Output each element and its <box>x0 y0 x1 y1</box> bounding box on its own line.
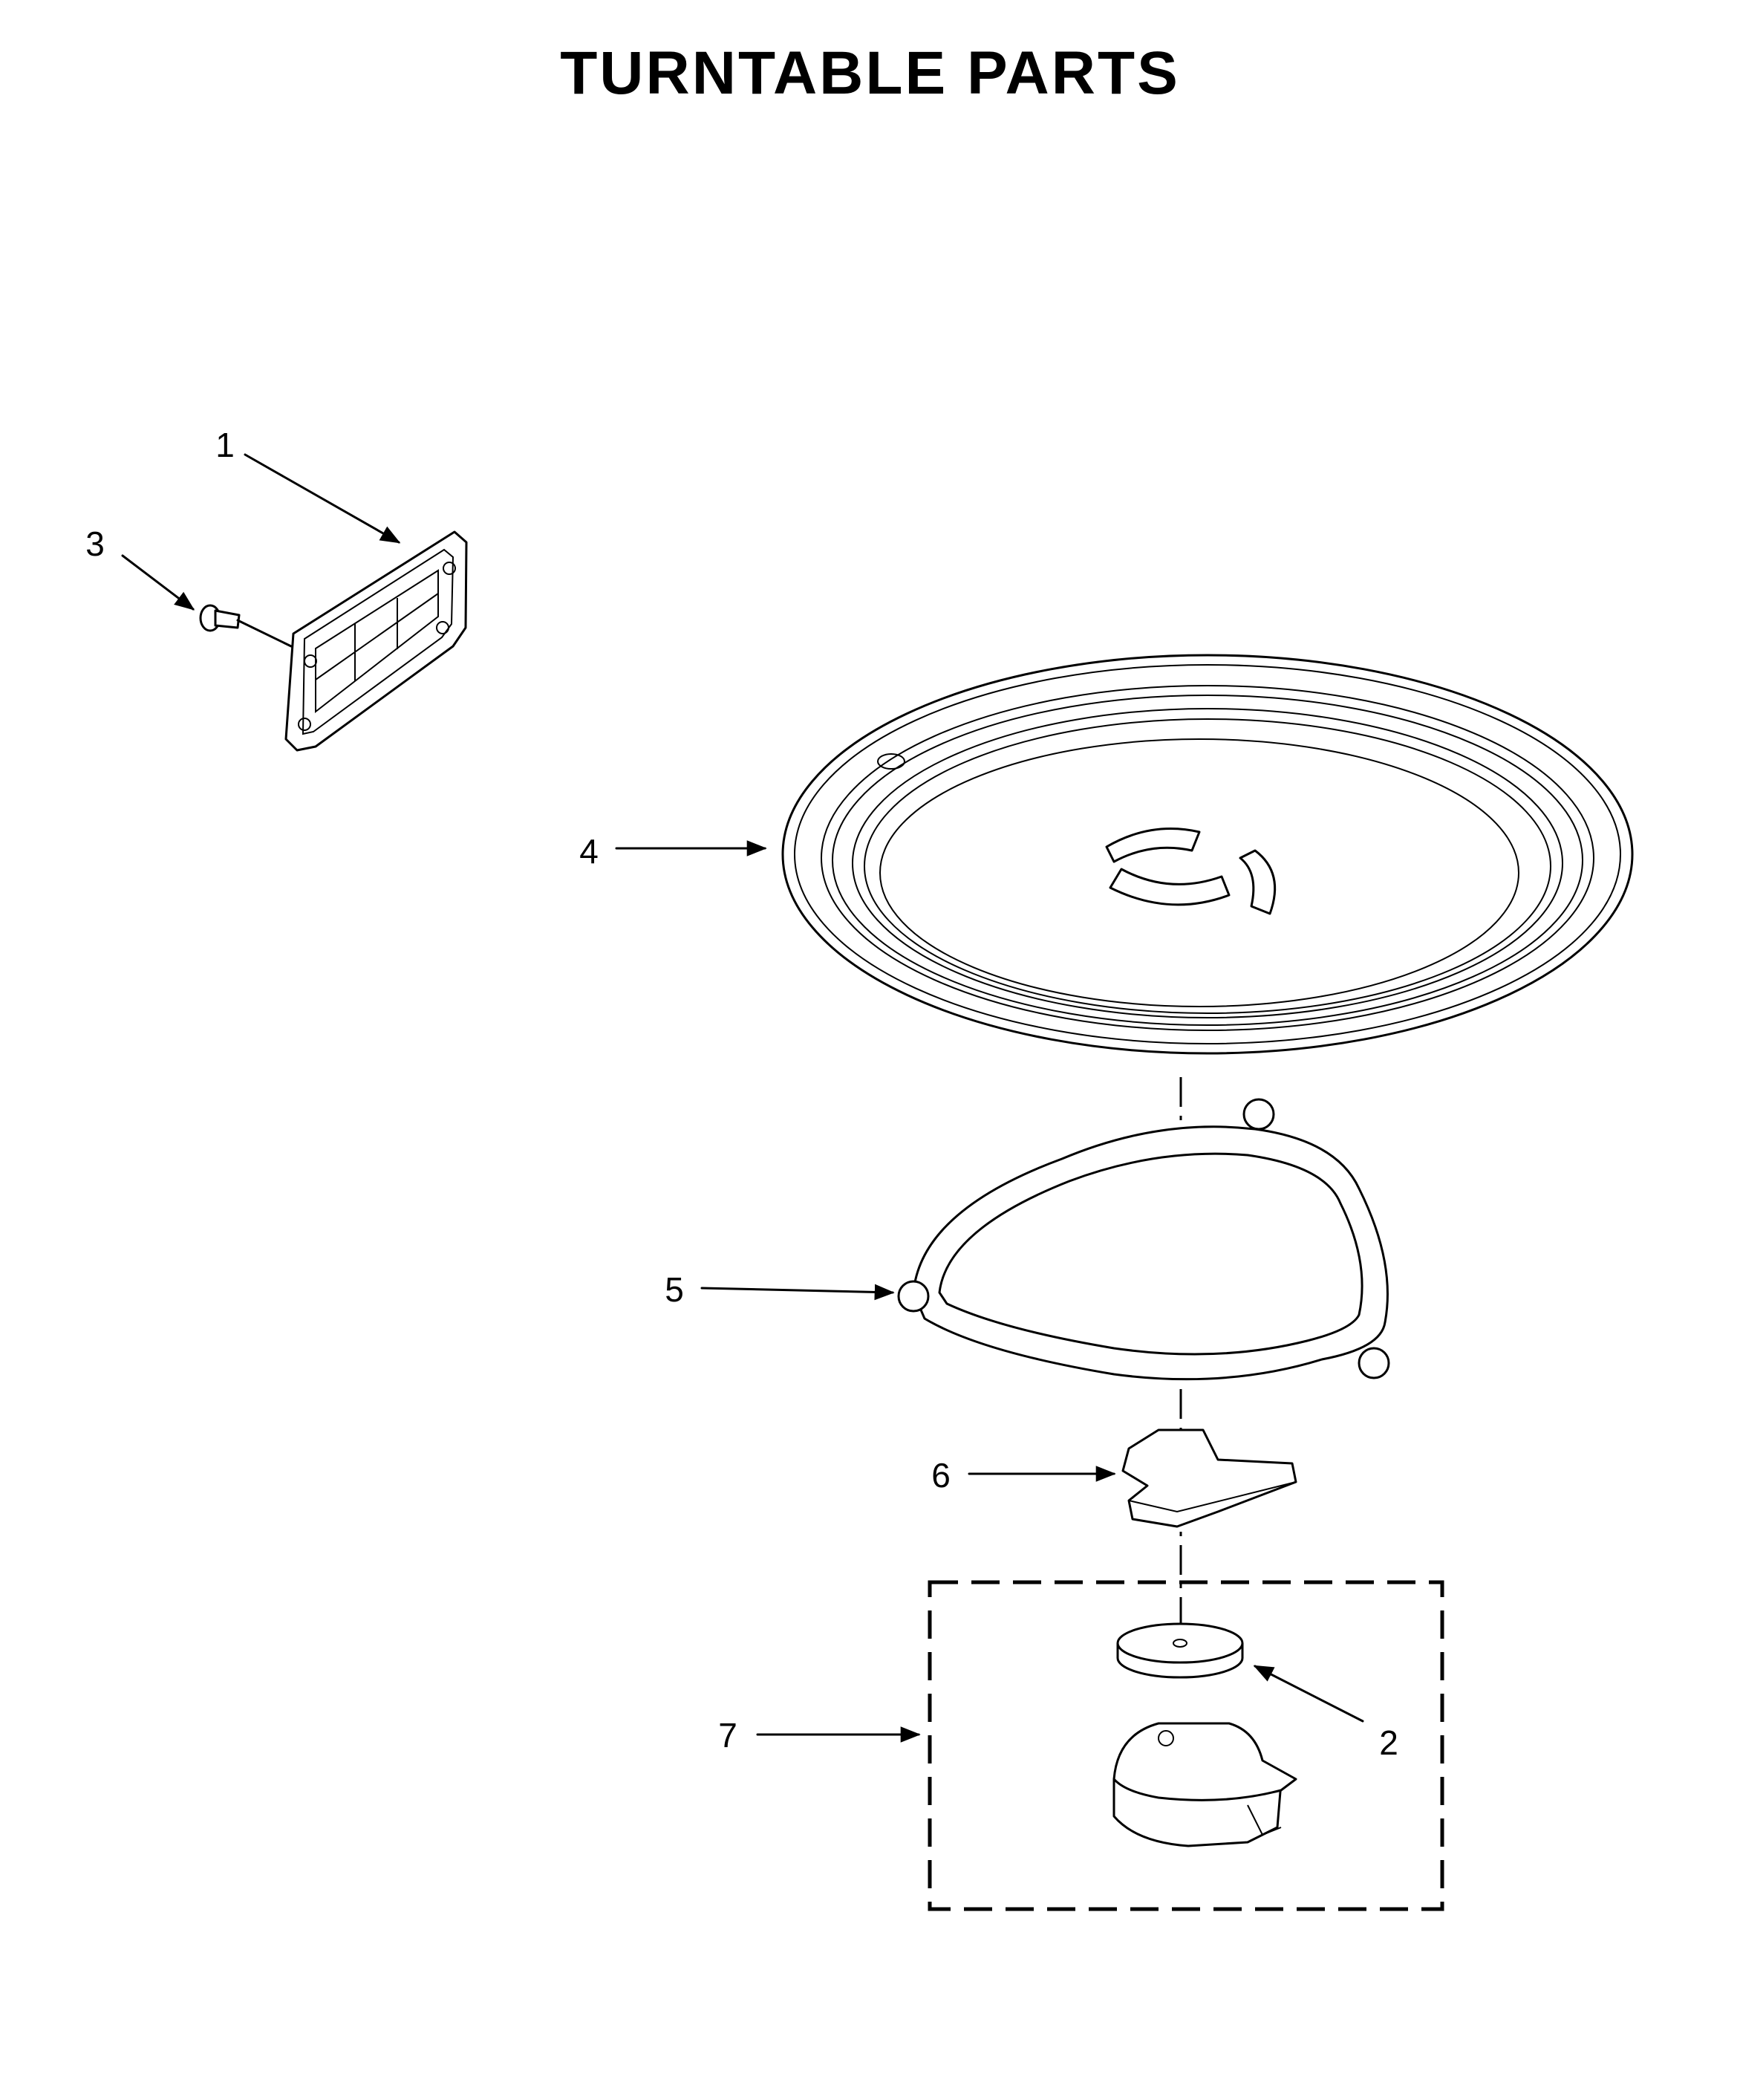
motor-assembly-box <box>928 1580 1444 1911</box>
page-title: TURNTABLE PARTS <box>560 39 1180 107</box>
callout-7: 7 <box>718 1716 737 1755</box>
leader-1 <box>244 453 401 544</box>
leader-3 <box>121 554 195 611</box>
coupler-part <box>1121 1428 1297 1528</box>
callout-3: 3 <box>85 524 105 563</box>
callout-4: 4 <box>579 832 599 871</box>
drive-disc-part <box>1116 1622 1244 1679</box>
turntable-tray-part <box>781 654 1634 1055</box>
screw-part <box>199 604 293 648</box>
leader-5 <box>700 1284 895 1301</box>
callout-5: 5 <box>665 1270 684 1309</box>
roller-support-part <box>897 1098 1390 1381</box>
turntable-motor-part <box>1112 1722 1297 1847</box>
callout-1: 1 <box>215 426 235 464</box>
callout-leaders <box>121 453 1364 1743</box>
waveguide-cover-part <box>284 530 468 752</box>
callout-6: 6 <box>931 1456 951 1495</box>
leader-2 <box>1253 1665 1364 1723</box>
callout-2: 2 <box>1379 1723 1398 1762</box>
